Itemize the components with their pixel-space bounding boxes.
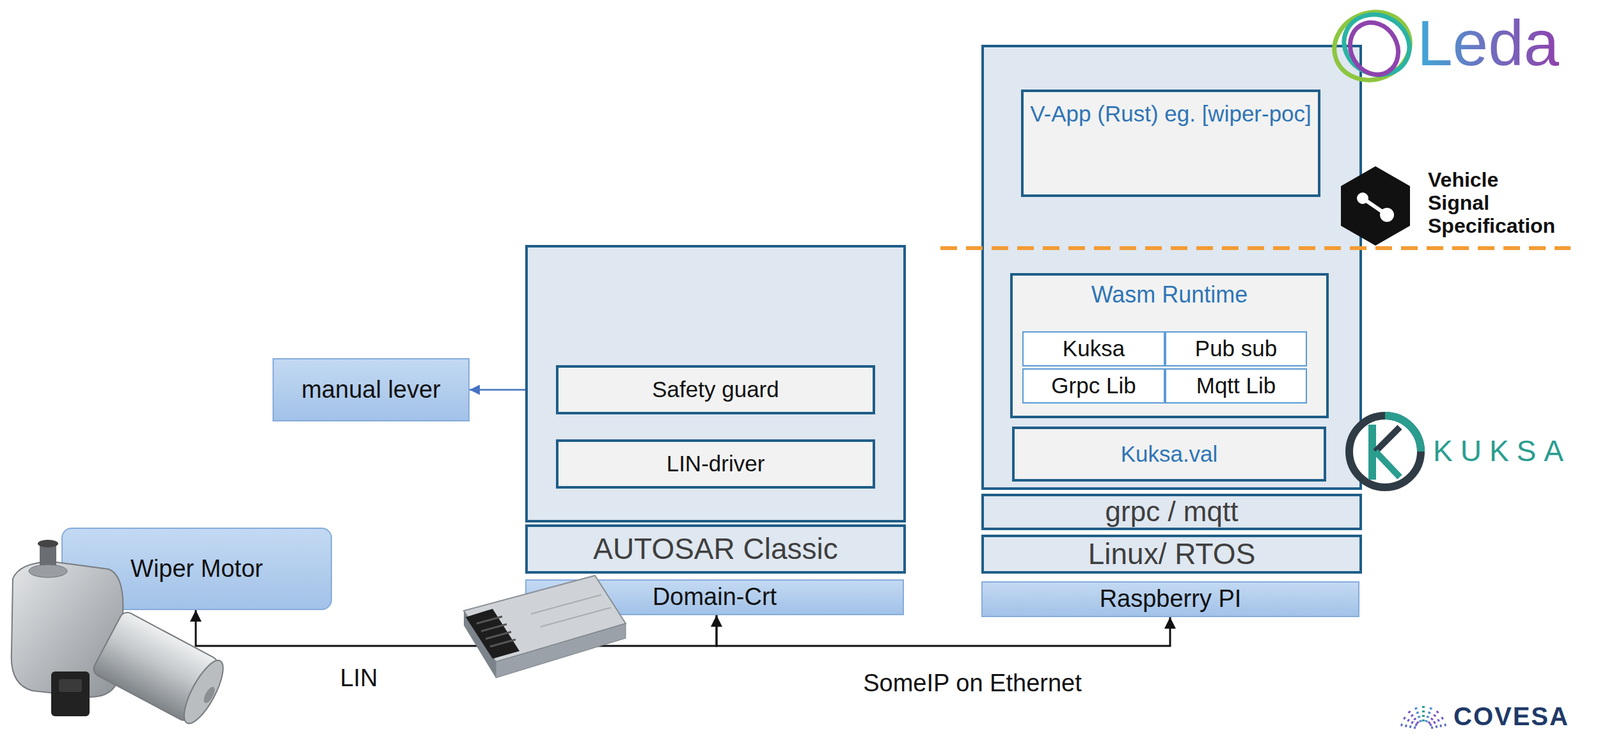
vss-logo bbox=[1362, 198, 1387, 215]
box-text: Wasm Runtime bbox=[1091, 282, 1249, 308]
lib-cell: Grpc Lib bbox=[1022, 368, 1165, 404]
wiper-motor-box: Wiper Motor bbox=[61, 527, 333, 611]
vss-logo bbox=[1340, 166, 1410, 246]
grpc-band: grpc / mqtt bbox=[981, 493, 1363, 531]
ecu-picture bbox=[490, 639, 516, 647]
box-text: Linux/ RTOS bbox=[1088, 538, 1256, 571]
ecu-label-band: Domain-Crt bbox=[525, 579, 904, 616]
os-band: Linux/ RTOS bbox=[981, 534, 1363, 574]
wiper-motor-picture bbox=[11, 539, 231, 729]
logo-text: Leda bbox=[1417, 7, 1560, 79]
logo-text: KUKSA bbox=[1433, 435, 1572, 468]
logo-text: Vehicle Signal Specification bbox=[1427, 168, 1563, 238]
box-text: manual lever bbox=[301, 376, 441, 404]
covesa-logo bbox=[1399, 724, 1416, 729]
wiper-motor-picture bbox=[37, 539, 59, 548]
box-text: V-App (Rust) eg. [wiper-poc] bbox=[1029, 98, 1312, 129]
ecu-picture bbox=[485, 632, 512, 640]
orange-divider bbox=[940, 248, 1571, 249]
vss-logo bbox=[1340, 166, 1410, 246]
kuksa-logo bbox=[1349, 415, 1421, 488]
box-text: Raspberry PI bbox=[1099, 586, 1242, 613]
box-text: grpc / mqtt bbox=[1105, 496, 1239, 528]
connector-line bbox=[469, 388, 526, 391]
lib-cell: Mqtt Lib bbox=[1164, 368, 1307, 404]
wiper-motor-picture bbox=[58, 679, 82, 693]
ecu-picture bbox=[540, 607, 611, 627]
wiper-motor-picture bbox=[90, 610, 231, 729]
ecu-picture bbox=[530, 594, 602, 615]
covesa-logo bbox=[1425, 706, 1432, 723]
vss-logo bbox=[1379, 207, 1395, 222]
box-text: Kuksa.val bbox=[1120, 442, 1219, 468]
covesa-logo bbox=[1402, 717, 1418, 726]
covesa-logo bbox=[1428, 710, 1439, 724]
box-text: Domain-Crt bbox=[652, 584, 777, 611]
covesa-logo bbox=[1415, 706, 1421, 723]
ecu-frame: Safety guardLIN-driver bbox=[525, 245, 906, 523]
covesa-logo bbox=[1422, 704, 1425, 722]
kuksa-logo bbox=[1368, 424, 1377, 480]
kuksa-logo bbox=[1349, 415, 1421, 488]
ecu-picture bbox=[465, 609, 520, 659]
kuksa-logo bbox=[1385, 415, 1421, 452]
kuksa-logo bbox=[1375, 427, 1400, 452]
connector-line bbox=[195, 610, 717, 647]
wiper-motor-picture bbox=[28, 564, 68, 578]
leda-logo bbox=[1340, 14, 1408, 84]
ecu-picture bbox=[481, 624, 507, 632]
box-text: Pub sub bbox=[1195, 336, 1277, 362]
pi-frame: V-App (Rust) eg. [wiper-poc] Wasm Runtime… bbox=[981, 44, 1363, 491]
ecu-picture bbox=[463, 575, 626, 663]
wiper-motor-picture bbox=[39, 542, 57, 572]
pi-label-band: Raspberry PI bbox=[981, 581, 1360, 618]
covesa-logo bbox=[1399, 704, 1448, 729]
leda-logo bbox=[1324, 1, 1420, 91]
lib-cell: Pub sub bbox=[1164, 331, 1307, 367]
orange-divider bbox=[940, 246, 1571, 251]
edge-label: SomeIP on Ethernet bbox=[860, 669, 1085, 698]
box-text: Grpc Lib bbox=[1051, 373, 1136, 399]
ecu-picture bbox=[476, 616, 503, 624]
wiper-motor-picture bbox=[201, 685, 217, 705]
edge-label: LIN bbox=[337, 664, 381, 693]
covesa-logo bbox=[1429, 717, 1445, 726]
autosar-band: AUTOSAR Classic bbox=[525, 524, 906, 574]
wasm-box: Wasm RuntimeKuksa Pub subGrpc Lib Mqtt Lib bbox=[1010, 273, 1329, 419]
lever-box: manual lever bbox=[272, 358, 470, 422]
kuksa-logo bbox=[1375, 451, 1400, 478]
box-text: LIN-driver bbox=[666, 451, 766, 477]
connector-line bbox=[716, 615, 1171, 647]
leda-logo bbox=[1324, 1, 1420, 91]
box-text: Mqtt Lib bbox=[1196, 373, 1277, 399]
safety-guard-box: Safety guard bbox=[555, 365, 876, 415]
covesa-logo bbox=[1408, 710, 1419, 724]
lin-driver-box: LIN-driver bbox=[555, 439, 876, 489]
lib-cell: Kuksa bbox=[1022, 331, 1165, 367]
vss-logo bbox=[1356, 192, 1369, 205]
logo-text: COVESA bbox=[1453, 702, 1570, 731]
ecu-picture bbox=[495, 623, 626, 679]
ecu-picture bbox=[463, 610, 496, 679]
box-text: Kuksa bbox=[1062, 336, 1125, 362]
box-text: Safety guard bbox=[651, 377, 779, 403]
vapp-box: V-App (Rust) eg. [wiper-poc] bbox=[1021, 89, 1321, 198]
wiper-motor-picture bbox=[51, 671, 90, 717]
wiper-motor-picture bbox=[90, 610, 221, 724]
wiper-motor-picture bbox=[177, 655, 231, 729]
covesa-logo bbox=[1431, 724, 1448, 729]
kuksa-val-box: Kuksa.val bbox=[1012, 426, 1327, 482]
ecu-picture bbox=[463, 575, 626, 679]
box-text: Wiper Motor bbox=[130, 555, 263, 583]
wiper-motor-picture bbox=[11, 561, 124, 698]
box-text: AUTOSAR Classic bbox=[593, 532, 839, 566]
leda-logo bbox=[1333, 3, 1419, 86]
